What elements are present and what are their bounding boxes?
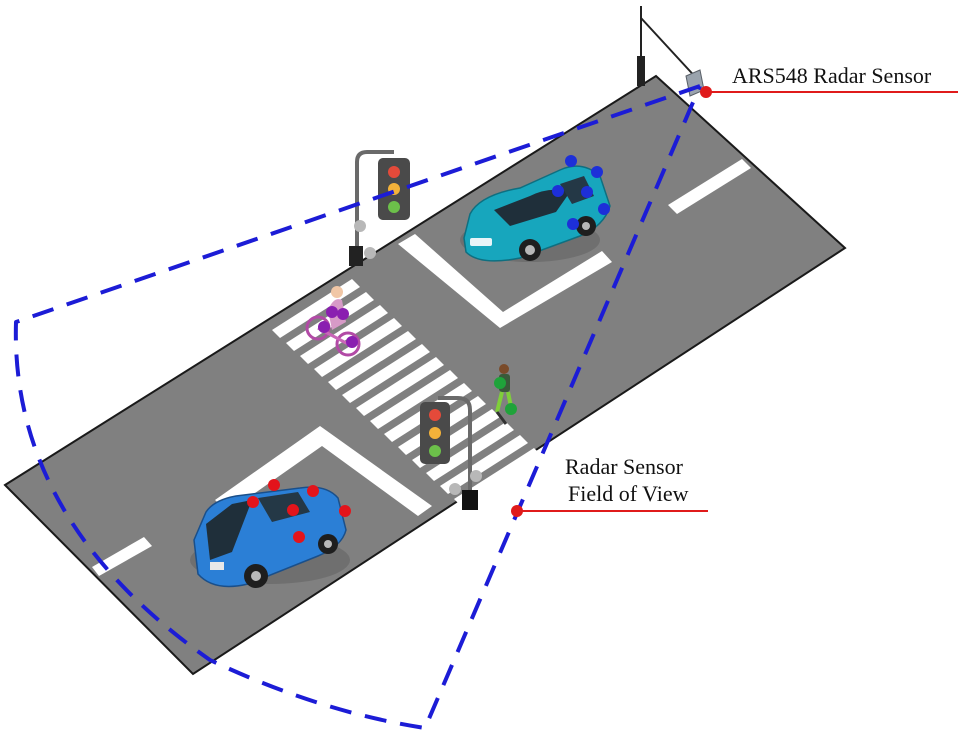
fov-label-line2: Field of View <box>568 481 689 506</box>
detection-points-pedestrian <box>494 377 517 415</box>
fov-label-line1: Radar Sensor <box>565 454 684 479</box>
detection-points-teal-car <box>552 155 610 230</box>
car-icon <box>460 165 611 262</box>
traffic-light-icon-lower <box>420 396 482 510</box>
stop-line-upper <box>398 234 612 328</box>
detection-points-cyclist <box>318 306 358 348</box>
van-icon <box>190 486 350 588</box>
traffic-light-icon-upper <box>349 150 410 266</box>
radar-sensor-label: ARS548 Radar Sensor <box>732 63 932 88</box>
lane-marking-upper <box>668 159 751 214</box>
fov-callout-dot <box>511 505 523 517</box>
radar-sensor-callout-dot <box>700 86 712 98</box>
field-of-view-boundary <box>13 84 702 730</box>
stop-line-lower <box>215 426 432 516</box>
detection-points-blue-van <box>247 479 351 543</box>
